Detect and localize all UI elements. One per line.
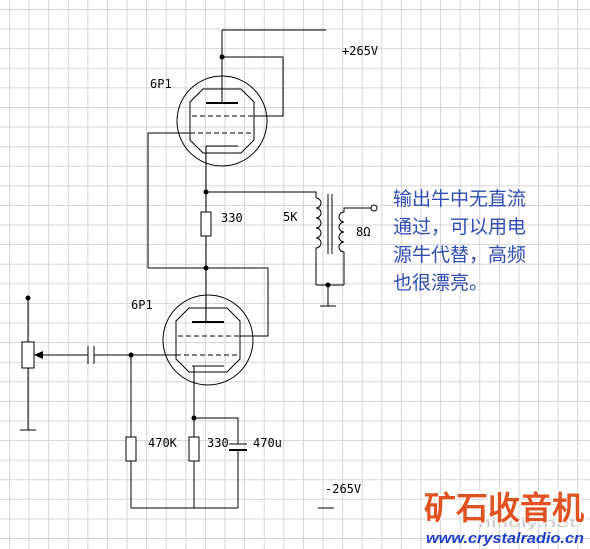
tube-electrode-frame — [189, 88, 255, 154]
junction-dot — [219, 54, 225, 60]
upper-tube-label: 6P1 — [150, 77, 172, 91]
lower-tube: 6P1 — [131, 294, 254, 386]
logo-url: www.crystalradio.cn — [426, 530, 584, 547]
upper-tube-wiring — [147, 30, 317, 268]
tube-electrode-frame — [175, 307, 241, 373]
junction-dot — [203, 189, 209, 195]
output-transformer: 5K 8Ω — [283, 194, 378, 307]
note-line: 输出牛中无直流 — [393, 188, 526, 210]
junction-dot — [203, 265, 209, 271]
upper-grid-lead — [147, 132, 190, 268]
annotation-note: 输出牛中无直流 通过，可以用电 源牛代替，高频 也很漂亮。 — [393, 188, 526, 294]
output-lead — [206, 191, 317, 198]
input-terminal-dot — [25, 295, 31, 301]
logo-text: 矿石收音机 — [424, 489, 584, 527]
negative-supply-label: -265V — [325, 482, 361, 496]
resistor-body — [200, 211, 212, 237]
note-line: 通过，可以用电 — [393, 216, 526, 238]
grid-resistor-label: 470K — [148, 436, 178, 450]
transformer-primary-label: 5K — [283, 210, 298, 224]
upper-resistor: 330 — [200, 211, 243, 237]
resistor-body — [125, 436, 137, 462]
input-potentiometer — [20, 295, 88, 431]
note-line: 也很漂亮。 — [393, 272, 488, 294]
site-watermark: hifidiy.net 矿石收音机 www.crystalradio.cn — [423, 488, 586, 547]
lower-screen-lead — [148, 267, 269, 337]
positive-supply-label: +265V — [342, 44, 378, 58]
wiper-arrow-icon — [34, 351, 43, 359]
bypass-capacitor-lead — [194, 417, 239, 444]
transformer-secondary-label: 8Ω — [356, 225, 370, 239]
tube-envelope — [162, 294, 254, 386]
lower-tube-label: 6P1 — [131, 298, 153, 312]
upper-tube: 6P1 — [150, 75, 268, 167]
cathode-network: 330 470u — [188, 366, 282, 508]
transformer-secondary-coil — [338, 207, 371, 285]
note-line: 源牛代替，高频 — [393, 244, 526, 266]
negative-supply: -265V — [131, 482, 361, 509]
potentiometer-body — [21, 341, 35, 369]
cathode-resistor-label: 330 — [207, 436, 229, 450]
grid-resistor: 470K — [125, 355, 178, 508]
positive-supply: +265V — [222, 29, 378, 58]
faint-watermark-text: hifidiy.net — [478, 515, 577, 530]
upper-screen-lead — [222, 56, 284, 117]
coupling-capacitor — [87, 346, 176, 364]
transformer-primary-coil — [315, 197, 322, 285]
ground-icon — [320, 285, 336, 307]
speaker-terminal — [370, 204, 378, 212]
cathode-capacitor-label: 470u — [253, 436, 282, 450]
cathode-resistor-body — [188, 436, 200, 462]
upper-resistor-label: 330 — [221, 211, 243, 225]
